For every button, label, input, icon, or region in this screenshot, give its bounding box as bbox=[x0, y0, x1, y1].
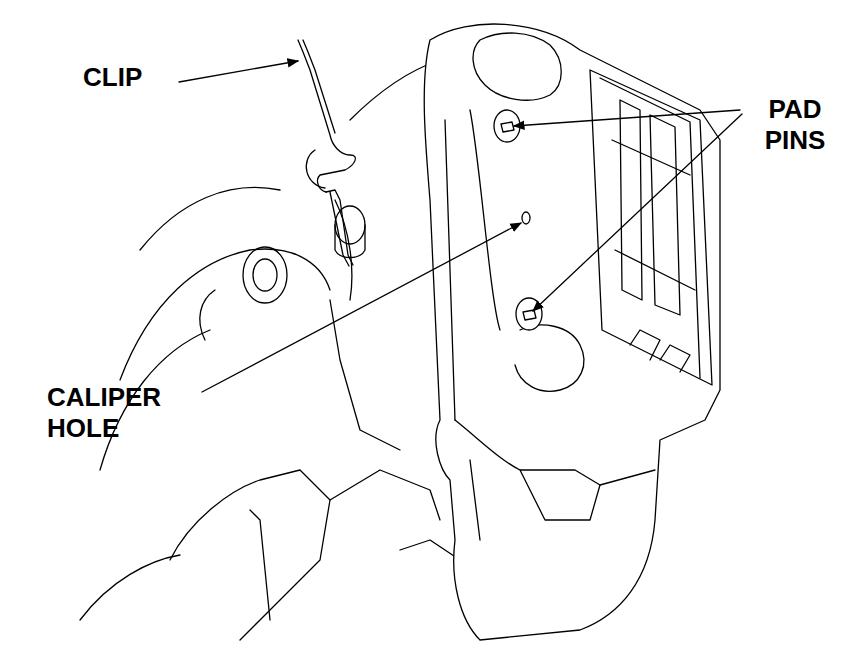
part-label: CALIPER HOLE bbox=[47, 382, 197, 444]
part-label: PAD PINS bbox=[745, 94, 845, 156]
part-label: CLIP bbox=[83, 62, 142, 93]
